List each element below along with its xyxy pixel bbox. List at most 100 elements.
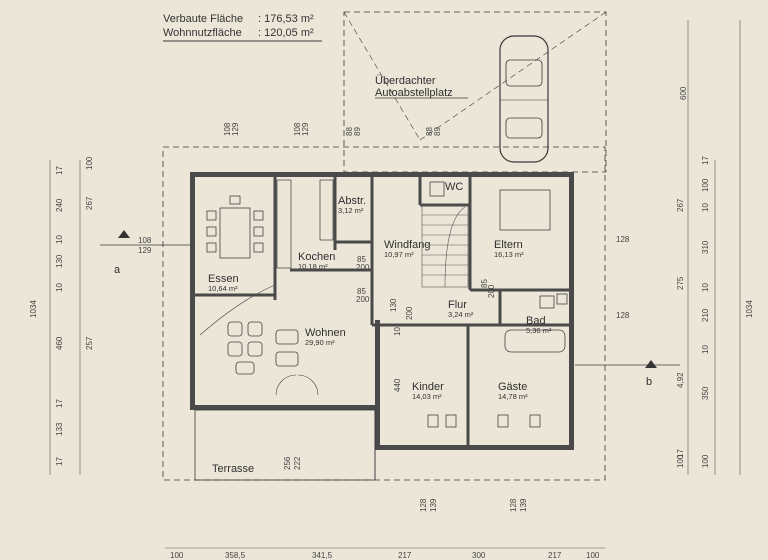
built-area-value: : 176,53 m² xyxy=(258,13,314,25)
dim-left-outer: 17 xyxy=(55,399,64,408)
room-name-bad: Bad xyxy=(526,315,546,327)
section-mark-b: b xyxy=(646,376,652,388)
dim-left-outer: 10 xyxy=(55,283,64,292)
dim-right-inner: 275 xyxy=(676,276,685,290)
room-name-gaeste: Gäste xyxy=(498,381,527,393)
dim-top-window: 88 xyxy=(425,127,434,136)
dim-left-outer: 460 xyxy=(55,336,64,350)
dim-left-outer: 240 xyxy=(55,198,64,212)
dim-interior: 200 xyxy=(405,306,414,320)
living-furniture-icon xyxy=(227,321,299,375)
carport-roof-line xyxy=(419,11,607,141)
dim-right-outer: 350 xyxy=(701,386,710,400)
room-area-gaeste: 14,78 m² xyxy=(498,392,528,401)
room-name-eltern: Eltern xyxy=(494,239,523,251)
room-area-essen: 10,64 m² xyxy=(208,284,238,293)
dim-right-inner: 17 xyxy=(676,449,685,458)
dim-interior: 10 xyxy=(393,327,402,336)
dim-left-outer: 130 xyxy=(55,254,64,268)
room-name-terrasse: Terrasse xyxy=(212,463,254,475)
door-swings xyxy=(199,284,319,396)
car-icon xyxy=(499,35,549,163)
dim-left-outer: 10 xyxy=(55,235,64,244)
room-name-kinder: Kinder xyxy=(412,381,444,393)
dim-left-inner: 257 xyxy=(85,336,94,350)
dim-bottom: 100 xyxy=(170,551,184,560)
dim-left-inner: 267 xyxy=(85,196,94,210)
dim-interior: 130 xyxy=(389,298,398,312)
living-area-value: : 120,05 m² xyxy=(258,27,314,39)
dim-interior: 128 xyxy=(509,498,518,512)
dim-top-window: 89 xyxy=(353,127,362,136)
dim-interior: 139 xyxy=(519,498,528,512)
section-mark-a-arrow xyxy=(118,230,130,238)
dim-right-outer: 100 xyxy=(701,178,710,192)
room-name-flur: Flur xyxy=(448,299,467,311)
room-area-eltern: 16,13 m² xyxy=(494,250,524,259)
room-area-wohnen: 29,90 m² xyxy=(305,338,335,347)
dim-right-outer: 210 xyxy=(701,308,710,322)
interior-walls xyxy=(195,177,569,445)
roof-overhang xyxy=(162,146,606,481)
dim-right-outer: 17 xyxy=(701,156,710,165)
room-area-bad: 5,36 m² xyxy=(526,326,552,335)
dim-interior: 200 xyxy=(356,295,370,304)
dim-left-outer: 17 xyxy=(55,457,64,466)
room-name-wc: WC xyxy=(445,181,463,193)
dim-bottom: 358,5 xyxy=(225,551,246,560)
dim-interior: 85 xyxy=(357,287,366,296)
dim-bottom: 341,5 xyxy=(312,551,333,560)
room-area-windfang: 10,97 m² xyxy=(384,250,414,259)
room-name-windfang: Windfang xyxy=(384,239,430,251)
dim-bottom: 300 xyxy=(472,551,486,560)
dim-top-window: 88 xyxy=(345,127,354,136)
room-name-kochen: Kochen xyxy=(298,251,335,263)
room-name-essen: Essen xyxy=(208,273,239,285)
carport-label-1: Überdachter xyxy=(375,75,436,87)
built-area-label: Verbaute Fläche xyxy=(163,13,243,25)
dim-right-inner: 267 xyxy=(676,198,685,212)
dim-top-window: 108 xyxy=(223,122,232,136)
dim-interior: 85 xyxy=(480,279,489,288)
kitchen-counter xyxy=(319,179,334,241)
dim-bottom: 100 xyxy=(586,551,600,560)
dim-left-inner: 100 xyxy=(85,156,94,170)
dim-interior: 128 xyxy=(616,311,630,320)
dim-interior: 200 xyxy=(356,263,370,272)
dim-interior: 222 xyxy=(293,456,302,470)
dim-top-window: 129 xyxy=(301,122,310,136)
dim-interior: 85 xyxy=(357,255,366,264)
room-name-wohnen: Wohnen xyxy=(305,327,346,339)
dim-top-window: 108 xyxy=(293,122,302,136)
dim-left-outer: 133 xyxy=(55,422,64,436)
bathroom-fixtures-icon xyxy=(429,181,568,353)
dim-right-outer: 310 xyxy=(701,240,710,254)
dim-interior: 128 xyxy=(419,498,428,512)
dim-interior: 256 xyxy=(283,456,292,470)
dimension-texts: 1724010130104601713317100267257100267275… xyxy=(55,122,710,560)
exterior-walls xyxy=(190,172,574,450)
dim-interior: 440 xyxy=(393,378,402,392)
dim-bottom: 217 xyxy=(548,551,562,560)
dim-left-total: 1034 xyxy=(29,300,38,318)
carport-label-2: Autoabstellplatz xyxy=(375,87,453,99)
dim-right-inner: 4,92 xyxy=(676,372,685,388)
dim-left-outer: 17 xyxy=(55,166,64,175)
dim-right-outer: 10 xyxy=(701,283,710,292)
dim-right-inner: 100 xyxy=(676,454,685,468)
carport-roof-line xyxy=(343,11,421,141)
section-mark-a: a xyxy=(114,264,121,276)
dim-interior: 108 xyxy=(138,236,152,245)
dim-carport-depth: 600 xyxy=(679,86,688,100)
dim-right-total: 1034 xyxy=(745,300,754,318)
section-mark-b-arrow xyxy=(645,360,657,368)
dim-interior: 129 xyxy=(138,246,152,255)
dimension-lines xyxy=(49,20,741,549)
dining-table-icon xyxy=(206,195,264,259)
dim-right-outer: 10 xyxy=(701,345,710,354)
dim-top-window: 89 xyxy=(433,127,442,136)
dim-interior: 200 xyxy=(487,284,496,298)
room-area-kinder: 14,03 m² xyxy=(412,392,442,401)
room-area-abstr: 3,12 m² xyxy=(338,206,364,215)
